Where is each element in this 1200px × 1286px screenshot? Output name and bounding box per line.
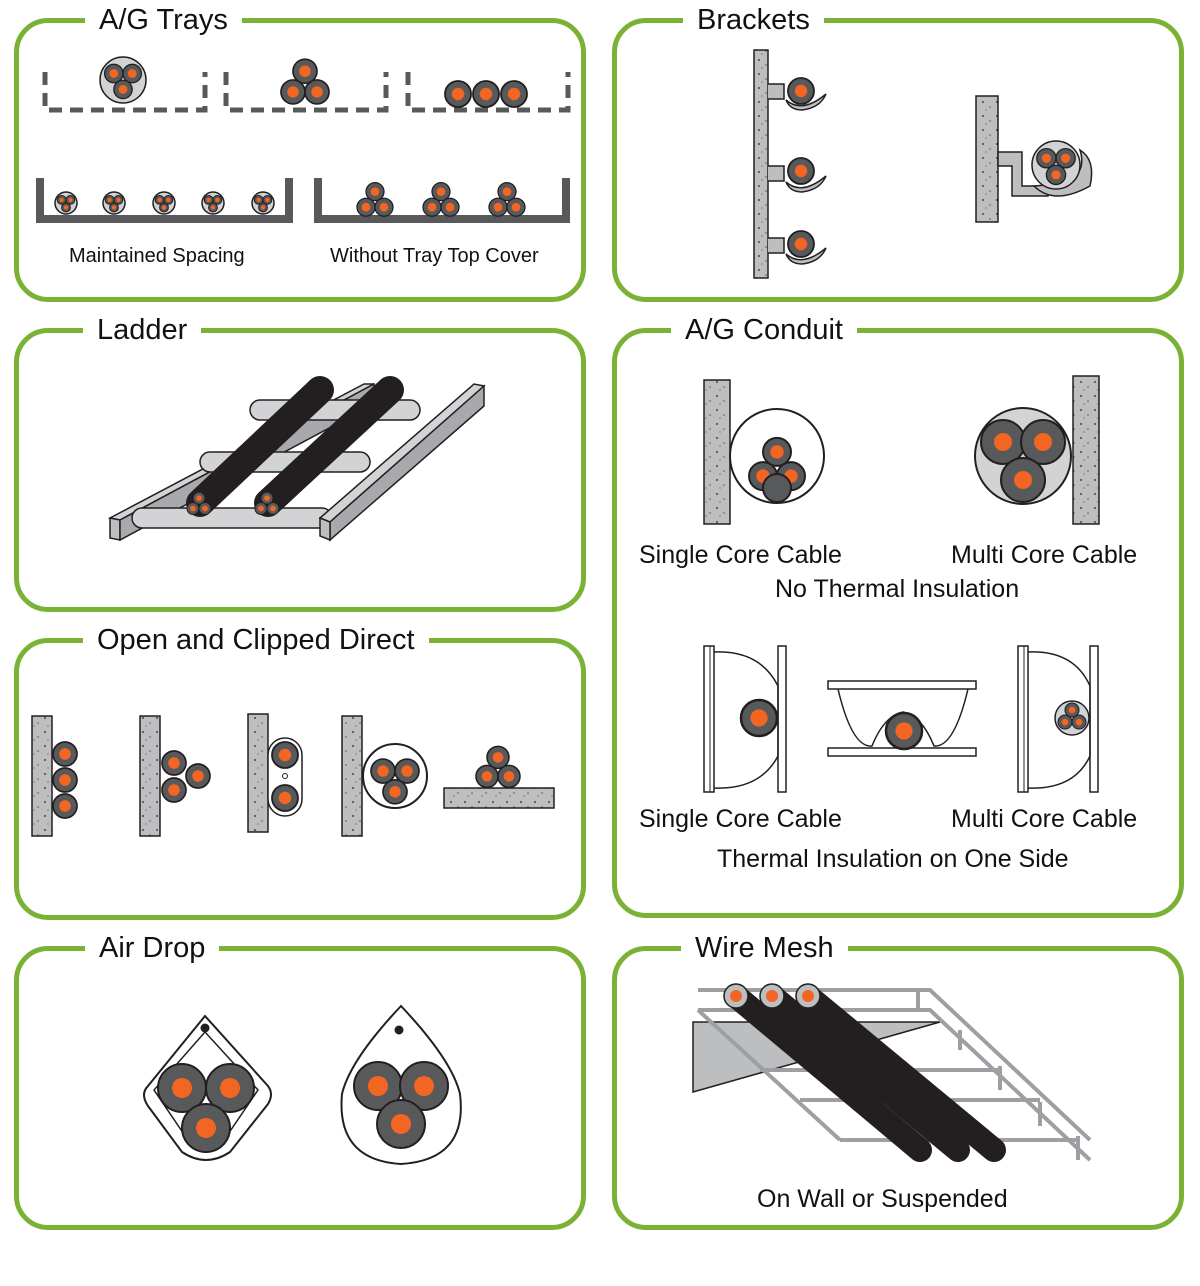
- ladder-cable-ends: [186, 491, 280, 515]
- open-tray-diagrams: [36, 178, 570, 223]
- cable-cross-section: [52, 767, 78, 793]
- cable-cross-section: [113, 79, 133, 100]
- bracket-diagrams: [753, 49, 1093, 279]
- ladder-title: Ladder: [83, 311, 202, 349]
- cable-cross-section: [254, 501, 268, 515]
- cable-cross-section: [208, 202, 218, 213]
- cable-cross-section: [258, 202, 268, 213]
- cable-cross-section: [370, 758, 396, 784]
- cable-cross-section: [103, 63, 124, 84]
- cable-cross-section: [422, 197, 442, 217]
- brackets-title: Brackets: [683, 1, 824, 39]
- cable-cross-section: [488, 197, 508, 217]
- on-wall-or-suspended-caption: On Wall or Suspended: [757, 1185, 1008, 1213]
- cable-cross-section: [185, 763, 211, 789]
- cable-cross-section: [280, 79, 306, 105]
- cable-cross-section: [52, 741, 78, 767]
- cable-cross-section: [1036, 147, 1057, 169]
- cable-cross-section: [475, 764, 499, 789]
- cable-cross-section: [262, 194, 273, 205]
- ag-conduit-title: A/G Conduit: [671, 311, 857, 349]
- cable-cross-section: [65, 194, 76, 205]
- conduit-single-core-caption-1: Single Core Cable: [639, 541, 842, 569]
- maintained-spacing-caption: Maintained Spacing: [69, 245, 245, 267]
- ag-trays-title: A/G Trays: [85, 1, 242, 39]
- cable-cross-section: [884, 711, 924, 751]
- cable-cross-section: [497, 764, 521, 789]
- cable-cross-section: [186, 501, 200, 515]
- cable-cross-section: [113, 194, 124, 205]
- cable-cross-section: [486, 745, 510, 770]
- wire-mesh-tray-diagram: [692, 983, 1092, 1162]
- cable-cross-section: [444, 80, 472, 108]
- wire-mesh-title: Wire Mesh: [681, 929, 848, 967]
- cable-cross-section: [1055, 147, 1076, 169]
- cable-cross-section: [159, 202, 169, 213]
- cable-cross-section: [431, 182, 451, 202]
- cable-cross-section: [1057, 714, 1073, 730]
- cable-cross-section: [1071, 714, 1087, 730]
- cable-cross-sections: [52, 56, 1087, 1153]
- cable-cross-section: [266, 501, 280, 515]
- cable-cross-section: [198, 501, 212, 515]
- cable-cross-section: [260, 491, 274, 505]
- cable-cross-section: [739, 698, 779, 738]
- cable-cross-section: [56, 194, 67, 205]
- cable-cross-section: [61, 202, 71, 213]
- cable-cross-section: [365, 182, 385, 202]
- cable-cross-section: [161, 750, 187, 776]
- cable-cross-section: [212, 194, 223, 205]
- cable-cross-section: [787, 157, 815, 185]
- cable-cross-section: [163, 194, 174, 205]
- ladder-rack-diagram: [107, 376, 486, 542]
- cable-cross-section: [787, 77, 815, 105]
- cable-cross-section: [1045, 164, 1067, 186]
- cable-cross-section: [382, 778, 408, 805]
- enclosed-tray-diagrams: [42, 72, 571, 113]
- cable-cross-section: [497, 182, 517, 202]
- thermal-insulation-one-side-caption: Thermal Insulation on One Side: [717, 845, 1069, 873]
- cable-cross-section: [271, 741, 299, 769]
- cable-cross-section: [356, 197, 376, 217]
- wire-mesh-cable-ends: [723, 983, 821, 1009]
- conduit-insulated-diagrams: [703, 645, 1099, 793]
- cable-cross-section: [52, 793, 78, 819]
- conduit-multi-core-caption-2: Multi Core Cable: [951, 805, 1138, 833]
- cable-cross-section: [374, 197, 394, 217]
- cable-cross-section: [109, 202, 119, 213]
- cable-cross-section: [203, 194, 214, 205]
- cable-cross-section: [787, 230, 815, 258]
- cable-cross-section: [161, 777, 187, 803]
- cable-cross-section: [440, 197, 460, 217]
- cable-cross-section: [192, 491, 206, 505]
- cable-cross-section: [472, 80, 500, 108]
- bracket-arm: [768, 83, 827, 265]
- cable-cross-section: [506, 197, 526, 217]
- conduit-multi-core-caption-1: Multi Core Cable: [951, 541, 1138, 569]
- air-drop-title: Air Drop: [85, 929, 220, 967]
- cable-cross-section: [500, 80, 528, 108]
- cable-cross-section: [1064, 702, 1080, 718]
- no-thermal-insulation-caption: No Thermal Insulation: [775, 575, 1020, 603]
- cable-cross-section: [253, 194, 264, 205]
- without-tray-top-cover-caption: Without Tray Top Cover: [330, 245, 539, 267]
- conduit-single-core-caption-2: Single Core Cable: [639, 805, 842, 833]
- cable-cross-section: [762, 436, 792, 467]
- cable-cross-section: [394, 758, 420, 784]
- open-clipped-direct-title: Open and Clipped Direct: [83, 621, 429, 659]
- cable-cross-section: [271, 784, 299, 812]
- cable-cross-section: [122, 63, 143, 84]
- cable-cross-section: [292, 58, 318, 85]
- air-drop-panel: Air Drop: [14, 929, 586, 1230]
- cable-cross-section: [304, 79, 330, 105]
